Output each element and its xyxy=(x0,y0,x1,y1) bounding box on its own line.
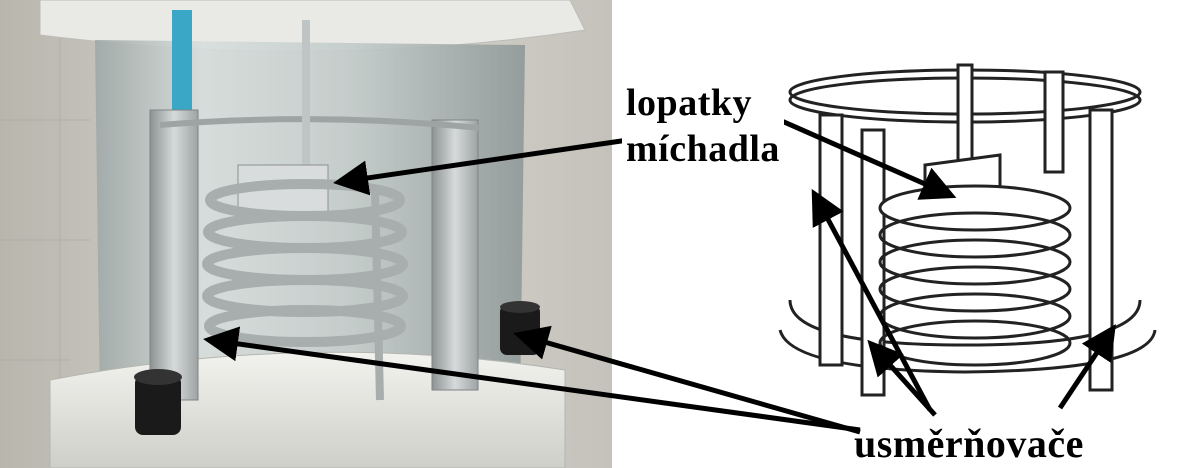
baffles-label: usměrňovače xyxy=(850,422,1088,466)
photo-coil-riser xyxy=(375,190,380,400)
photo-baffle-left xyxy=(150,110,198,400)
probe xyxy=(172,10,192,110)
photo-panel xyxy=(0,0,612,468)
impeller-blades-label-line1: lopatky xyxy=(626,80,780,126)
knob-left xyxy=(134,369,182,435)
vessel-base xyxy=(50,352,565,468)
impeller-blades-label: lopatky míchadla xyxy=(622,78,784,174)
drawing-coil xyxy=(880,186,1070,365)
impeller-blades-label-line2: míchadla xyxy=(626,126,780,172)
knob-right xyxy=(500,301,540,355)
